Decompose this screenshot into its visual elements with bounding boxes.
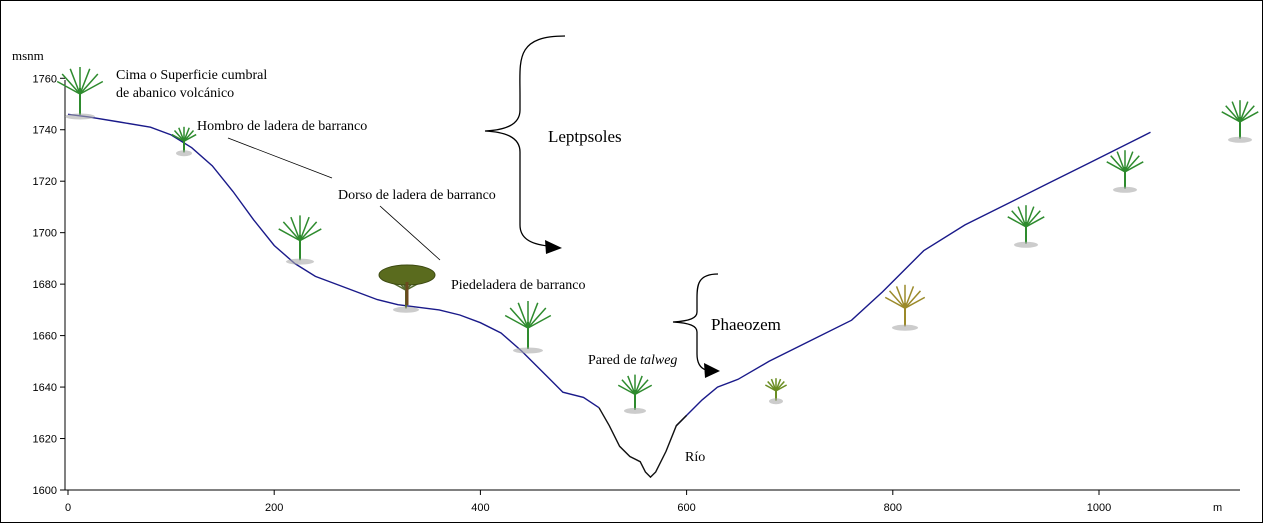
- tree-icon: [171, 126, 197, 157]
- vegetation-group: [56, 67, 1259, 414]
- x-tick-label: 1000: [1087, 502, 1111, 514]
- x-tick-label: 800: [884, 502, 902, 514]
- y-tick-label: 1760: [33, 73, 57, 85]
- tree-icon: [1106, 150, 1144, 193]
- label-talweg-prefix: Pared de: [588, 353, 640, 368]
- y-tick-label: 1740: [33, 125, 57, 137]
- y-tick-label: 1720: [33, 176, 57, 188]
- tree-icon: [278, 215, 322, 265]
- arrow-phaeozem: [704, 363, 720, 378]
- y-tick-label: 1700: [33, 228, 57, 240]
- brace-phaeozem: [672, 273, 719, 371]
- terrain-profile-line: [67, 113, 1151, 427]
- label-summit-line1: Cima o Superficie cumbral: [116, 68, 267, 83]
- tree-icon: [1221, 100, 1259, 143]
- label-talweg-wall: Pared de talweg: [588, 353, 677, 368]
- riverbed-line: [598, 407, 688, 479]
- label-talweg-italic: talweg: [640, 353, 677, 368]
- tree-icon: [884, 284, 926, 331]
- arrow-leptosols: [545, 240, 562, 254]
- tree-icon: [56, 67, 104, 120]
- x-axis-unit: m: [1213, 502, 1222, 514]
- label-summit-line2: de abanico volcánico: [116, 86, 234, 101]
- label-river: Río: [685, 450, 705, 465]
- y-tick-label: 1620: [33, 434, 57, 446]
- label-phaeozem: Phaeozem: [711, 315, 781, 334]
- label-leptosols: Leptpsoles: [548, 127, 622, 146]
- y-tick-label: 1660: [33, 331, 57, 343]
- x-tick-label: 0: [65, 502, 71, 514]
- x-tick-label: 600: [677, 502, 695, 514]
- axis-ticks: 0 200 400 600 800 1000 1600 1620 1640 1660 1680 170…: [33, 73, 1112, 514]
- y-axis-label: msnm: [12, 48, 44, 63]
- leader-line-backslope: [379, 205, 441, 261]
- acacia-tree-icon: [378, 264, 436, 305]
- x-tick-label: 200: [265, 502, 283, 514]
- leader-line-shoulder: [227, 137, 333, 179]
- tree-icon: [764, 378, 788, 405]
- tree-icon: [617, 374, 653, 414]
- y-tick-label: 1640: [33, 382, 57, 394]
- tree-icon: [504, 301, 552, 354]
- tree-icon: [1007, 205, 1045, 248]
- label-footslope: Piedeladera de barranco: [451, 278, 585, 293]
- x-tick-label: 400: [471, 502, 489, 514]
- y-tick-label: 1600: [33, 485, 57, 497]
- label-shoulder: Hombro de ladera de barranco: [197, 119, 367, 134]
- label-backslope: Dorso de ladera de barranco: [338, 188, 496, 203]
- brace-leptosols: [484, 35, 566, 247]
- y-tick-label: 1680: [33, 279, 57, 291]
